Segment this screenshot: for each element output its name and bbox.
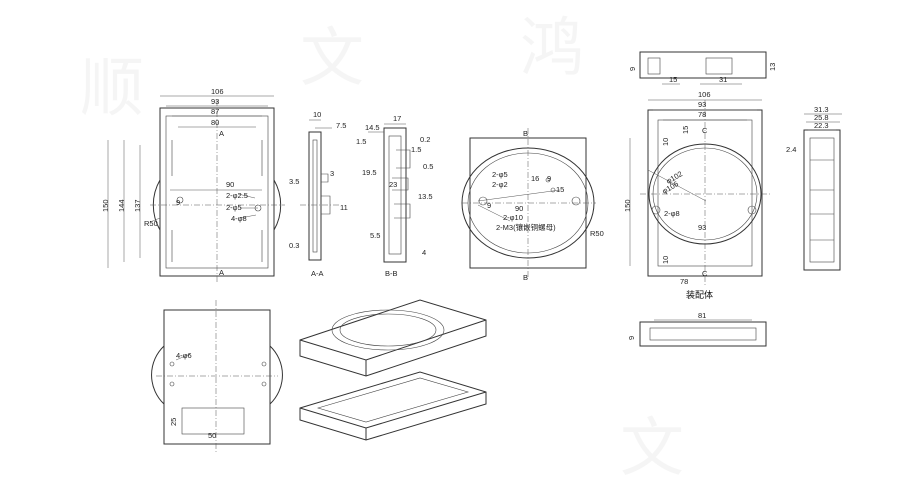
dimension-label: 9 — [176, 198, 180, 207]
dimension-label: 文 — [300, 22, 364, 96]
dimension-label: 2-φ2 — [492, 180, 508, 189]
dimension-label: A — [219, 268, 224, 277]
dimension-label: 11 — [340, 203, 348, 212]
dimension-label: 13 — [768, 63, 777, 71]
dimension-label: 93 — [211, 97, 219, 106]
watermark: 顺 文 鸿 文 — [80, 12, 684, 486]
dimension-label: 15 — [669, 75, 677, 84]
dimension-label: 1.5 — [356, 137, 366, 146]
dimension-label: 10 — [661, 138, 670, 146]
dimension-label: 4-φ6 — [176, 351, 192, 360]
dimension-label: 0.2 — [420, 135, 430, 144]
dimension-label: 装配体 — [686, 289, 713, 300]
dimension-label: 93 — [698, 100, 706, 109]
dimension-label: 3.5 — [289, 177, 299, 186]
dimension-label: 150 — [101, 199, 110, 212]
dimension-label: 2-φ5 — [492, 170, 508, 179]
section-a-a: 10 7.5 3.5 3 11 0.3 A-A — [289, 110, 348, 278]
dimension-label: φ106 — [661, 179, 681, 195]
dimension-label: 2-φ5 — [226, 203, 242, 212]
dimension-label: 顺 — [80, 52, 144, 126]
dimension-label: 鸿 — [520, 12, 584, 86]
top-small-view: 9 13 15 31 — [628, 51, 777, 85]
dimension-label: C — [702, 126, 708, 135]
dimension-label: 16 — [531, 174, 539, 183]
dimension-label: 17 — [393, 114, 401, 123]
dimension-label: 90 — [226, 180, 234, 189]
dimension-label: 0.3 — [289, 241, 299, 250]
dimension-label: 10 — [313, 110, 321, 119]
dimension-label: 137 — [133, 199, 142, 212]
dimension-label: 9 — [627, 336, 636, 340]
dimension-label: 150 — [623, 199, 632, 212]
dimension-label: 87 — [211, 107, 219, 116]
dimension-label: 9 — [628, 67, 637, 71]
dimension-label: 2-φ10 — [503, 213, 523, 222]
bottom-plate: 4-φ6 25 50 — [151, 300, 283, 452]
dimension-label: A — [219, 129, 224, 138]
dimension-label: 2-φ2.5 — [226, 191, 248, 200]
dimension-label: 106 — [211, 87, 224, 96]
dimension-label: 25 — [169, 418, 178, 426]
dimension-label: 144 — [117, 199, 126, 212]
dimension-label: 3 — [330, 169, 334, 178]
isometric-base — [299, 371, 487, 441]
dimension-label: 5.5 — [370, 231, 380, 240]
dimension-label: 106 — [698, 90, 711, 99]
dimension-label: 78 — [680, 277, 688, 286]
dimension-label: 90 — [515, 204, 523, 213]
dimension-label: 2-φ8 — [664, 209, 680, 218]
dimension-label: 23 — [389, 180, 397, 189]
dimension-label: B — [523, 273, 528, 282]
dimension-label: 22.3 — [814, 121, 829, 130]
dimension-label: 0.5 — [423, 162, 433, 171]
dimension-label: 2.4 — [786, 145, 796, 154]
dimension-label: 9 — [547, 174, 551, 183]
dimension-label: 81 — [698, 311, 706, 320]
dimension-label: B — [523, 129, 528, 138]
front-view: 106 93 87 80 90 150 144 137 R50 9 2-φ2.5… — [101, 87, 285, 282]
assembly-view: 106 93 78 10 15 150 φ102 φ106 2-φ8 93 10… — [623, 90, 770, 300]
side-view: 31.3 25.8 22.3 2.4 — [786, 105, 842, 271]
dimension-label: 7.5 — [336, 121, 346, 130]
dimension-label: R50 — [144, 219, 158, 228]
dimension-label: 4-φ8 — [231, 214, 247, 223]
dimension-label: B-B — [385, 269, 398, 278]
dimension-label: 78 — [698, 110, 706, 119]
dimension-label: 31 — [719, 75, 727, 84]
dimension-label: 文 — [620, 412, 684, 486]
dimension-label: 9 — [487, 201, 491, 210]
dimension-label: 1.5 — [411, 145, 421, 154]
dimension-label: 10 — [661, 256, 670, 264]
section-b-b: 14.5 17 0.2 1.5 1.5 19.5 0.5 23 13.5 5.5… — [356, 114, 433, 278]
dimension-label: 2-M3(镶嵌铜螺母) — [496, 222, 556, 232]
dimension-label: A-A — [311, 269, 324, 278]
dimension-label: C — [702, 269, 708, 278]
dimension-label: 80 — [211, 118, 219, 127]
dimension-label: 14.5 — [365, 123, 380, 132]
dimension-label: 93 — [698, 223, 706, 232]
dimension-label: 15 — [556, 185, 564, 194]
bottom-small-view: 81 9 — [627, 311, 767, 347]
dimension-label: 25.8 — [814, 113, 829, 122]
dimension-label: 13.5 — [418, 192, 433, 201]
dimension-label: 19.5 — [362, 168, 377, 177]
isometric-lid — [299, 299, 487, 377]
dimension-label: R50 — [590, 229, 604, 238]
dimension-label: 15 — [681, 126, 690, 134]
lid-view: 2-φ5 2-φ2 16 9 15 9 90 2-φ10 2-M3(镶嵌铜螺母)… — [461, 128, 604, 282]
dimension-label: 4 — [422, 248, 426, 257]
dimension-label: 50 — [208, 431, 216, 440]
dimension-label: 31.3 — [814, 105, 829, 114]
